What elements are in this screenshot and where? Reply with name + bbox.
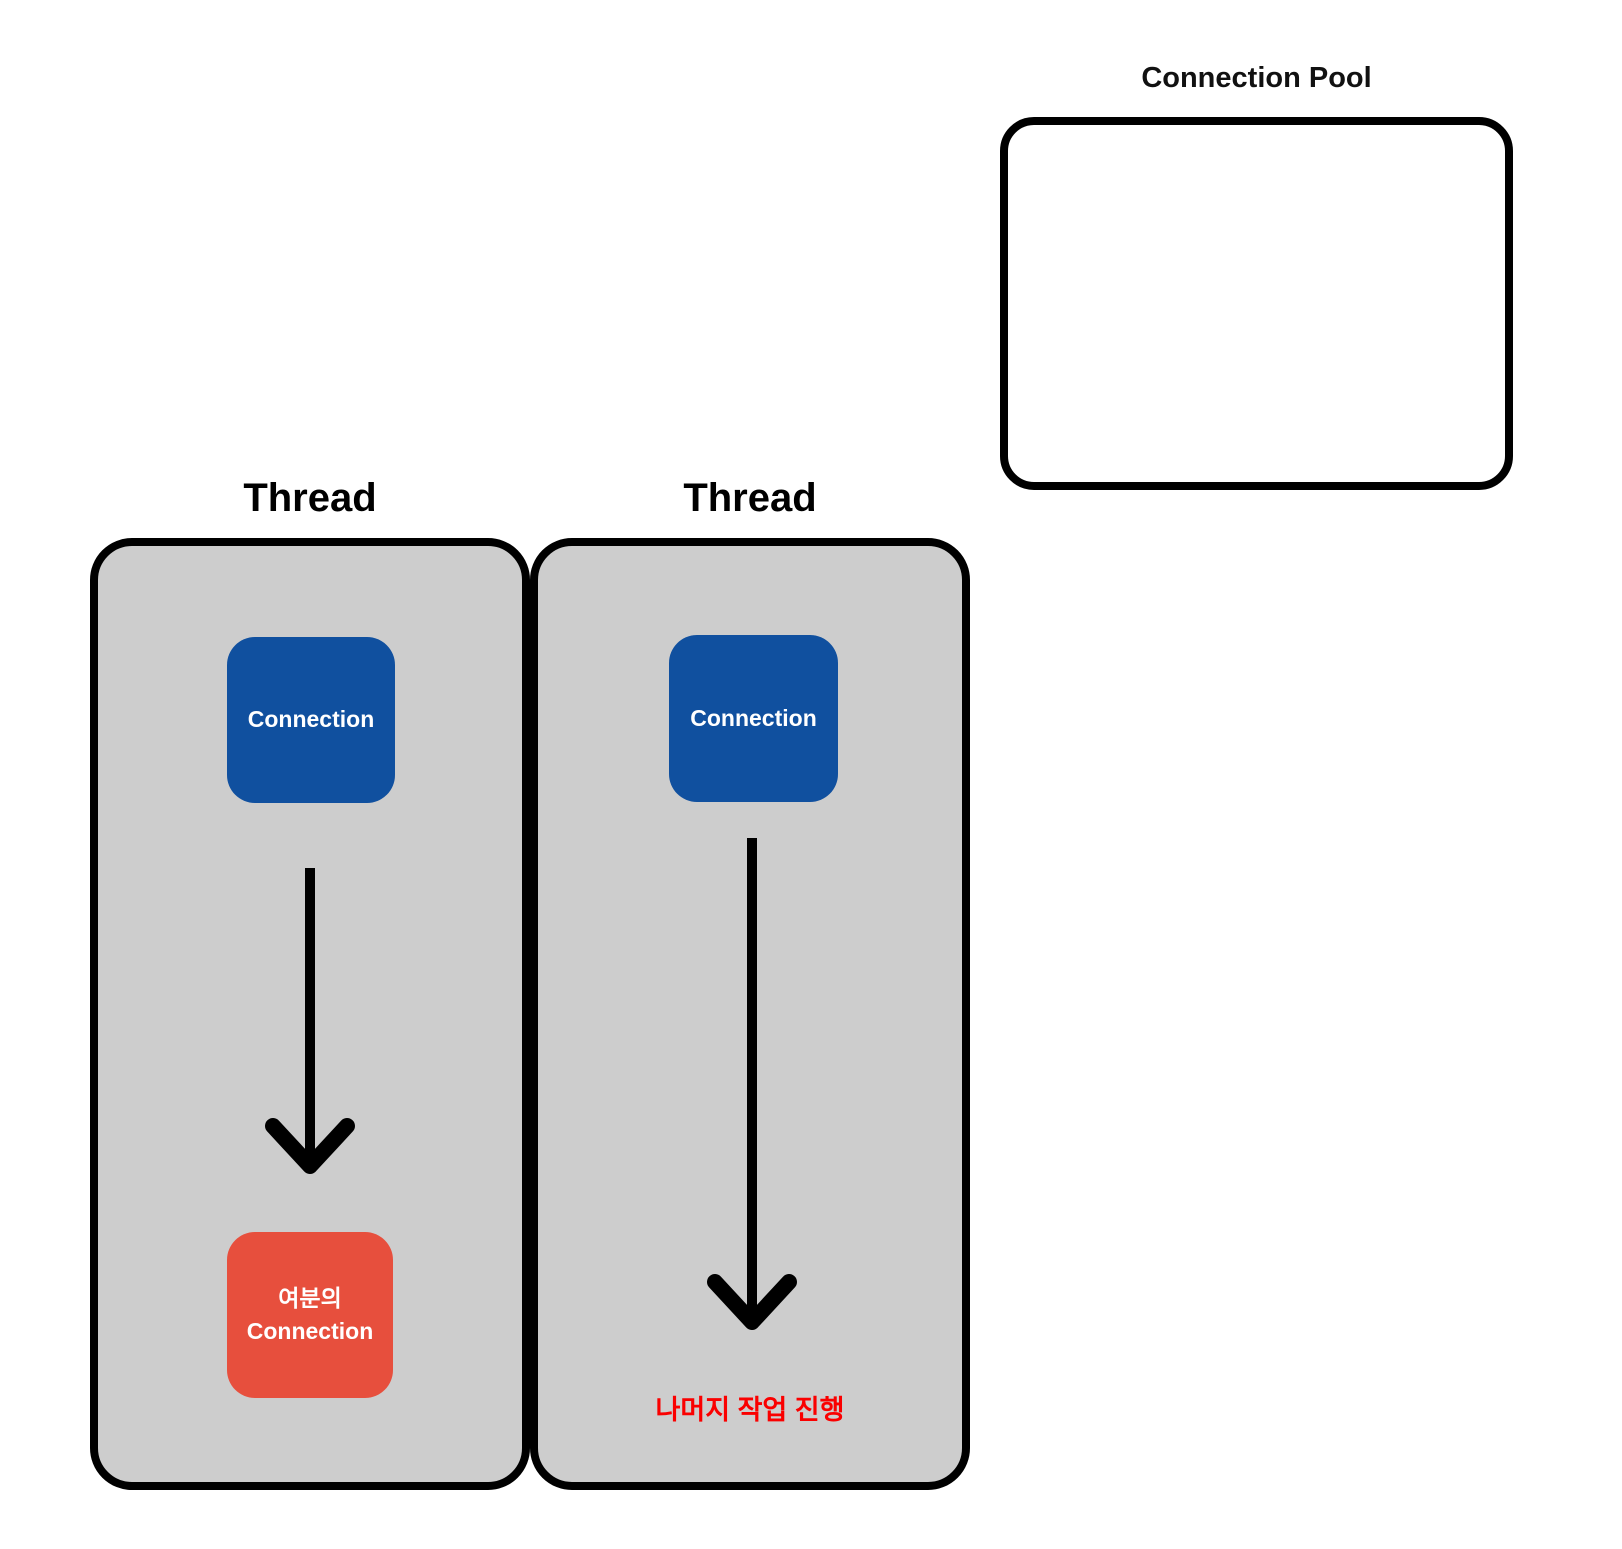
remaining-work-note: 나머지 작업 진행 (655, 1395, 845, 1425)
spare-line1: 여분의 (278, 1284, 342, 1311)
spare-connection-node-label: 여분의 Connection (247, 1282, 374, 1349)
connection-node-left: Connection (227, 637, 395, 803)
thread-left-label: Thread (243, 476, 377, 520)
spare-connection-node: 여분의 Connection (227, 1232, 393, 1398)
connection-pool-box (1000, 117, 1513, 490)
connection-pool-title: Connection Pool (1141, 62, 1372, 94)
connection-node-right-label: Connection (690, 704, 817, 731)
thread-right-label: Thread (683, 476, 817, 520)
arrow-down-icon (707, 838, 797, 1330)
arrow-down-icon (265, 868, 355, 1174)
connection-node-left-label: Connection (247, 706, 375, 733)
spare-line2: Connection (246, 1318, 374, 1344)
connection-node-right: Connection (669, 635, 838, 802)
